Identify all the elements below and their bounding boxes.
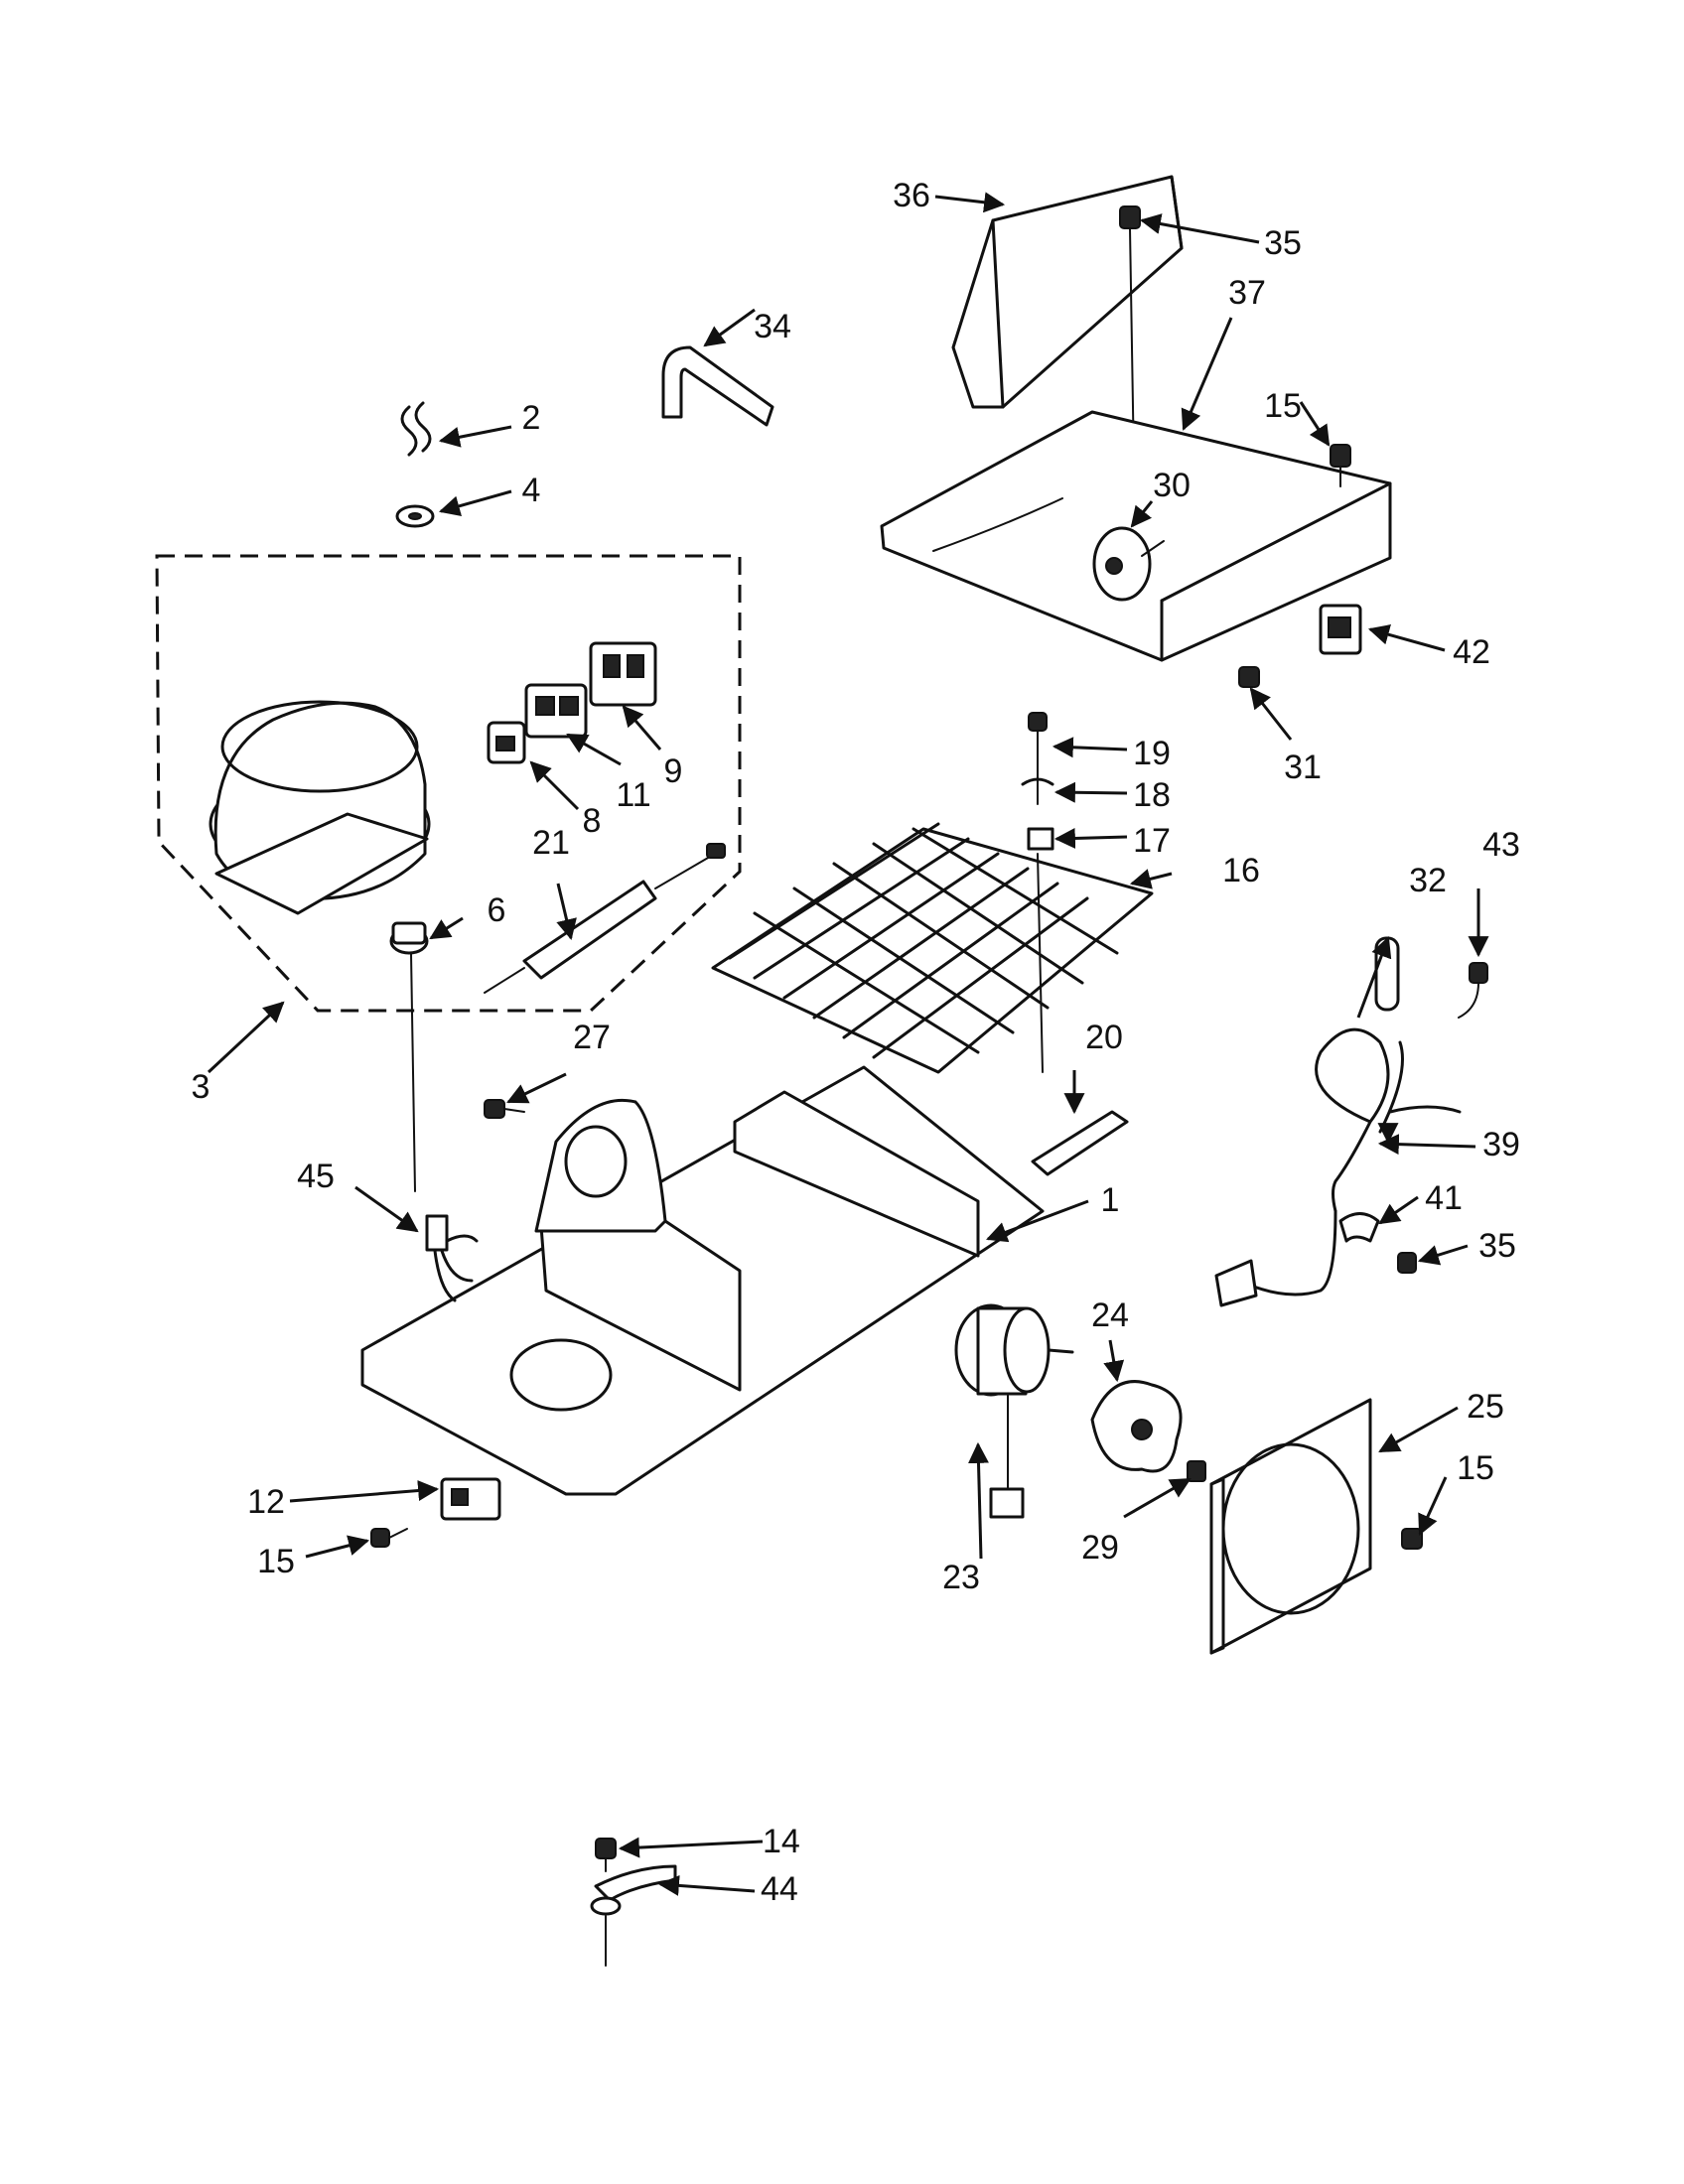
callout-23: 23 <box>942 1559 980 1596</box>
callout-25: 25 <box>1467 1388 1504 1426</box>
callout-2: 2 <box>522 399 541 437</box>
callout-44: 44 <box>761 1870 798 1908</box>
callout-32: 32 <box>1409 862 1447 899</box>
part-drier <box>484 843 726 994</box>
part-power-cord <box>1214 1027 1462 1307</box>
part-condenser <box>711 822 1154 1074</box>
callout-1: 1 <box>1101 1181 1120 1219</box>
callout-15-left: 15 <box>257 1543 295 1580</box>
part-base <box>360 1065 1045 1496</box>
callout-31: 31 <box>1284 749 1322 786</box>
guide-line-compressor <box>410 952 416 1192</box>
part-cable-tie <box>1031 1110 1129 1176</box>
part-screw-cord <box>1397 1252 1417 1274</box>
part-fan-motor <box>954 1303 1074 1519</box>
part-cord-clamp <box>1338 1212 1380 1243</box>
part-washer <box>395 504 435 528</box>
callout-4: 4 <box>522 472 541 509</box>
part-screw-27 <box>484 1099 525 1119</box>
part-screw-shroud <box>1401 1528 1423 1550</box>
callout-6: 6 <box>488 891 506 929</box>
part-fan-blade <box>1090 1380 1183 1473</box>
callout-41: 41 <box>1425 1179 1463 1217</box>
callout-18: 18 <box>1133 776 1171 814</box>
callout-24: 24 <box>1091 1297 1129 1334</box>
callout-15-top: 15 <box>1264 387 1302 425</box>
callout-21: 21 <box>532 824 570 862</box>
callout-17: 17 <box>1133 822 1171 860</box>
part-grommet <box>389 921 429 955</box>
callout-20: 20 <box>1085 1019 1123 1056</box>
part-switch <box>1319 604 1362 655</box>
part-clip <box>400 401 432 457</box>
part-screw-31 <box>1238 666 1260 688</box>
part-wire-harness <box>425 1214 479 1302</box>
callout-15-shroud: 15 <box>1457 1449 1494 1487</box>
part-small-tube <box>1374 936 1400 1012</box>
part-fan-shroud <box>1209 1398 1372 1655</box>
callout-39: 39 <box>1482 1126 1520 1163</box>
part-cover <box>951 175 1184 409</box>
callout-42: 42 <box>1453 633 1490 671</box>
callout-14: 14 <box>763 1823 800 1860</box>
callout-45: 45 <box>297 1158 335 1195</box>
callout-37: 37 <box>1228 274 1266 312</box>
part-fan-clip <box>1187 1460 1206 1482</box>
part-screw-right <box>1330 444 1351 487</box>
callout-9: 9 <box>664 752 683 790</box>
part-ground-screw <box>1458 962 1488 1019</box>
callout-34: 34 <box>754 308 791 345</box>
callout-16: 16 <box>1222 852 1260 889</box>
callout-12: 12 <box>247 1483 285 1521</box>
part-relay-cover <box>589 641 657 707</box>
callout-30: 30 <box>1153 467 1191 504</box>
callout-29: 29 <box>1081 1529 1119 1567</box>
part-overload <box>487 721 526 764</box>
part-relay <box>524 683 588 739</box>
part-bottom-screw <box>595 1838 617 1872</box>
leader-arrows <box>207 192 1489 1896</box>
callout-36: 36 <box>893 177 930 214</box>
part-thermostat <box>1092 526 1165 602</box>
callout-43: 43 <box>1482 826 1520 864</box>
part-screw-left <box>370 1528 408 1548</box>
part-bottom-bracket <box>590 1864 677 1967</box>
part-capacitor <box>440 1477 501 1521</box>
part-coil-clip <box>1021 712 1054 851</box>
callout-35-top: 35 <box>1264 224 1302 262</box>
callout-11: 11 <box>616 776 650 814</box>
part-compressor <box>209 700 431 915</box>
callout-3: 3 <box>192 1068 210 1106</box>
callout-8: 8 <box>583 802 602 840</box>
callout-27: 27 <box>573 1019 611 1056</box>
part-tube <box>661 345 774 427</box>
callout-19: 19 <box>1133 735 1171 772</box>
guide-line-coil <box>1037 853 1044 1073</box>
callout-35-cord: 35 <box>1478 1227 1516 1265</box>
callout-labels: 36 35 37 34 15 2 30 4 42 31 19 9 11 18 8… <box>192 177 1520 1908</box>
